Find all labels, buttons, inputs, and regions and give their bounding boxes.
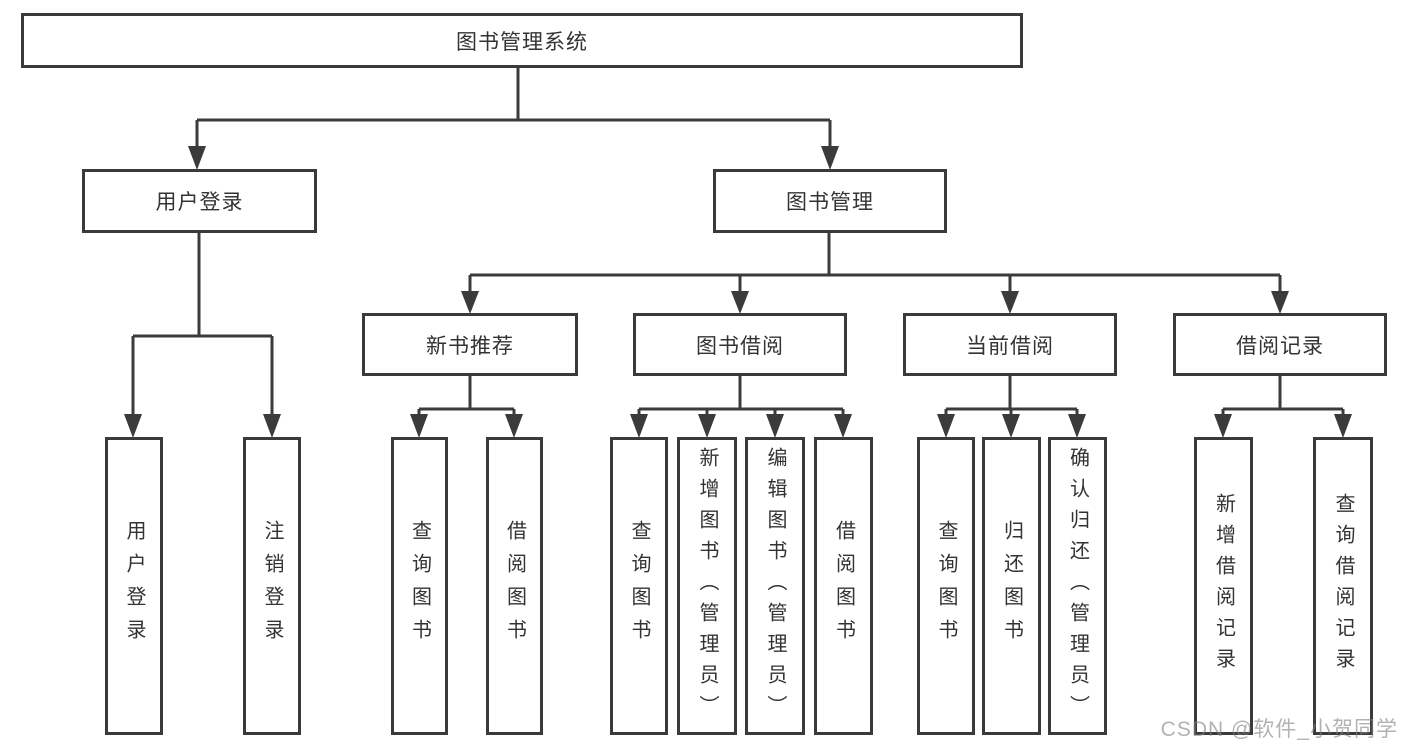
leaf-user-login-label: 用户登录 — [123, 520, 145, 652]
leaf-query-book-current: 查询图书 — [917, 437, 975, 735]
leaf-confirm-return-admin: 确认归还（管理员） — [1048, 437, 1107, 735]
leaf-confirm-return-admin-label: 确认归还（管理员） — [1066, 446, 1089, 726]
leaf-edit-book-admin-label: 编辑图书（管理员） — [764, 446, 786, 726]
node-book-management: 图书管理 — [713, 169, 947, 233]
node-user-login-label: 用户登录 — [155, 191, 244, 214]
leaf-add-borrow-record: 新增借阅记录 — [1194, 437, 1253, 735]
node-current-borrow-label: 当前借阅 — [966, 334, 1054, 358]
leaf-borrow-book: 借阅图书 — [814, 437, 873, 735]
leaf-borrow-book-recommend: 借阅图书 — [486, 437, 543, 735]
leaf-borrow-book-label: 借阅图书 — [832, 520, 855, 652]
arrowheads — [124, 146, 1352, 438]
node-new-book-recommend-label: 新书推荐 — [426, 334, 514, 358]
leaf-query-book-borrow-label: 查询图书 — [628, 520, 650, 652]
leaf-query-book-recommend-label: 查询图书 — [408, 520, 431, 652]
node-root: 图书管理系统 — [21, 13, 1023, 68]
node-book-management-label: 图书管理 — [786, 191, 874, 214]
node-current-borrow: 当前借阅 — [903, 313, 1117, 376]
leaf-add-book-admin-label: 新增图书（管理员） — [696, 446, 718, 726]
leaf-query-borrow-record-label: 查询借阅记录 — [1332, 493, 1354, 679]
node-new-book-recommend: 新书推荐 — [362, 313, 578, 376]
leaf-return-book-label: 归还图书 — [1000, 520, 1023, 652]
leaf-add-book-admin: 新增图书（管理员） — [677, 437, 737, 735]
leaf-query-book-recommend: 查询图书 — [391, 437, 448, 735]
leaf-logout: 注销登录 — [243, 437, 301, 735]
leaf-query-book-borrow: 查询图书 — [610, 437, 668, 735]
node-borrow-record-label: 借阅记录 — [1236, 334, 1324, 358]
node-book-borrow-label: 图书借阅 — [696, 334, 784, 358]
leaf-logout-label: 注销登录 — [261, 520, 283, 652]
node-user-login: 用户登录 — [82, 169, 317, 233]
leaf-add-borrow-record-label: 新增借阅记录 — [1212, 493, 1235, 679]
leaf-query-borrow-record: 查询借阅记录 — [1313, 437, 1373, 735]
node-book-borrow: 图书借阅 — [633, 313, 847, 376]
leaf-edit-book-admin: 编辑图书（管理员） — [745, 437, 805, 735]
node-borrow-record: 借阅记录 — [1173, 313, 1387, 376]
leaf-return-book: 归还图书 — [982, 437, 1041, 735]
leaf-query-book-current-label: 查询图书 — [935, 520, 957, 652]
leaf-borrow-book-recommend-label: 借阅图书 — [503, 520, 526, 652]
watermark-text: CSDN @软件_小贺同学 — [1160, 718, 1398, 741]
leaf-user-login: 用户登录 — [105, 437, 163, 735]
node-root-label: 图书管理系统 — [456, 30, 588, 54]
